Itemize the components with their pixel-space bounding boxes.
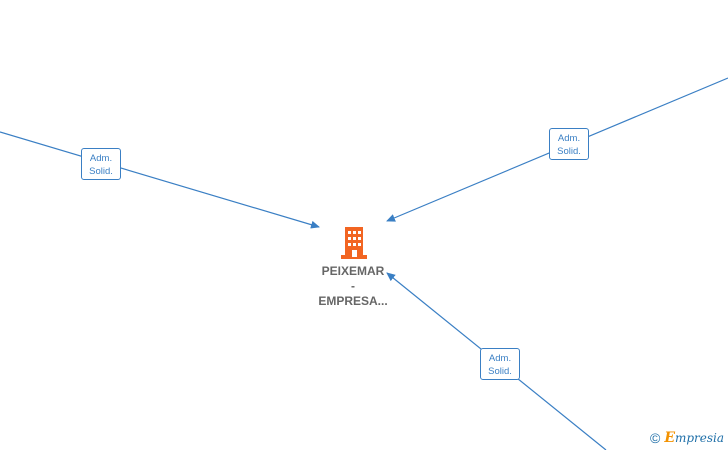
edge-label-role: Adm.: [557, 133, 581, 144]
edge-label-left[interactable]: Adm. Solid.: [81, 148, 121, 180]
company-name-line1: PEIXEMAR: [321, 264, 385, 278]
edge-label-type: Solid.: [89, 166, 113, 177]
edge-line-left: [0, 131, 320, 229]
edge-label-role: Adm.: [488, 353, 512, 364]
edge-label-type: Solid.: [488, 366, 512, 377]
edge-label-type: Solid.: [557, 146, 581, 157]
company-name-line3: EMPRESA...: [318, 294, 388, 308]
edge-label-right[interactable]: Adm. Solid.: [549, 128, 589, 160]
brand-name: mpresia: [675, 431, 725, 445]
brand-initial: E: [664, 430, 675, 446]
edge-label-bottom[interactable]: Adm. Solid.: [480, 348, 520, 380]
company-name[interactable]: PEIXEMAR - EMPRESA...: [292, 264, 414, 309]
copyright-icon: ©: [650, 430, 661, 446]
building-icon[interactable]: [339, 226, 369, 260]
company-name-line2: -: [351, 279, 355, 293]
edge-label-role: Adm.: [89, 153, 113, 164]
